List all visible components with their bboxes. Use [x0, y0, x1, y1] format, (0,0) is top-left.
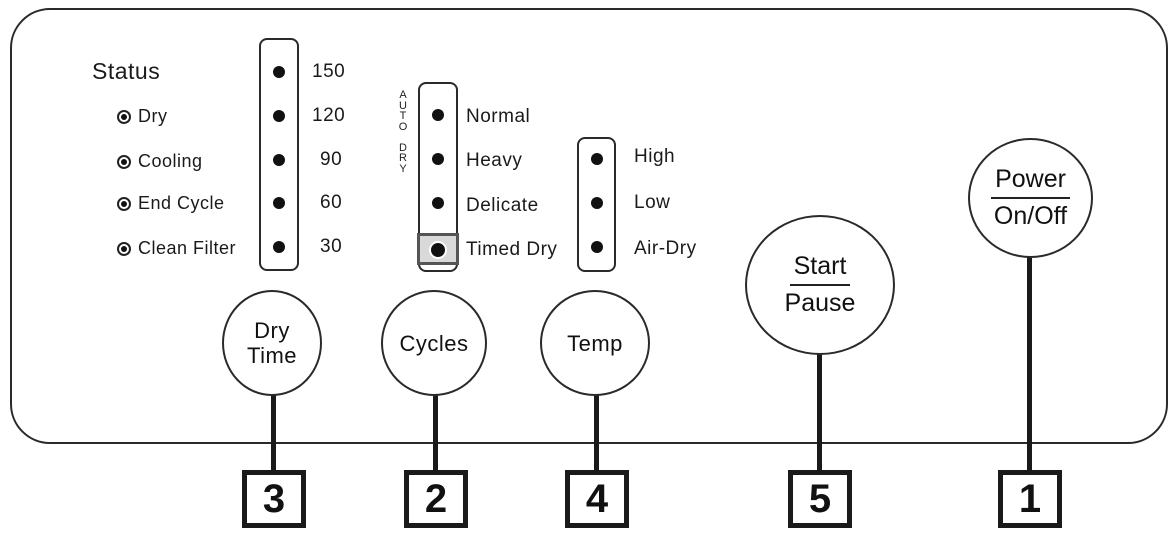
temp-led-low: [591, 197, 603, 209]
dry-time-value-150: 150: [312, 61, 346, 82]
cycles-button-label: Cycles: [399, 330, 469, 356]
power-button[interactable]: Power On/Off: [968, 138, 1093, 258]
status-label-dry: Dry: [138, 106, 168, 126]
status-label-cooling: Cooling: [138, 151, 203, 171]
callout-box-4: 4: [565, 470, 629, 528]
cycles-button[interactable]: Cycles: [381, 290, 487, 396]
dry-time-value-120: 120: [312, 105, 346, 126]
cycle-option-heavy: Heavy: [466, 150, 523, 171]
start-label: Start: [789, 252, 851, 286]
callout-line-4: [594, 395, 599, 471]
control-panel: [10, 8, 1168, 444]
dry-time-value-60: 60: [320, 192, 343, 213]
status-label-clean-filter: Clean Filter: [138, 238, 237, 258]
status-indicator-dry: [117, 110, 131, 124]
status-indicator-end-cycle: [117, 197, 131, 211]
auto-dry-label: A U T O D R Y: [398, 89, 408, 175]
callout-line-2: [433, 395, 438, 471]
temp-option-air-dry: Air-Dry: [634, 238, 697, 259]
callout-box-5: 5: [788, 470, 852, 528]
status-title: Status: [92, 58, 161, 84]
power-label: Power: [991, 165, 1070, 199]
cycle-led-delicate: [432, 197, 444, 209]
cycles-indicator-frame: [418, 82, 458, 272]
temp-option-high: High: [634, 146, 676, 167]
dry-time-led-120: [273, 110, 285, 122]
dry-time-button-label: Dry Time: [246, 318, 298, 368]
cycle-option-normal: Normal: [466, 106, 531, 127]
dry-time-led-30: [273, 241, 285, 253]
temp-button-label: Temp: [567, 330, 623, 356]
temp-indicator-frame: [577, 137, 616, 272]
callout-line-5: [817, 350, 822, 471]
callout-line-3: [271, 395, 276, 471]
cycle-option-delicate: Delicate: [466, 195, 539, 216]
status-indicator-clean-filter: [117, 242, 131, 256]
callout-box-3: 3: [242, 470, 306, 528]
start-pause-button[interactable]: Start Pause: [745, 215, 895, 355]
pause-label: Pause: [784, 289, 856, 317]
temp-option-low: Low: [634, 192, 671, 213]
cycle-led-normal: [432, 109, 444, 121]
status-label-end-cycle: End Cycle: [138, 193, 225, 213]
on-off-label: On/Off: [993, 202, 1068, 230]
callout-line-1: [1027, 255, 1032, 471]
dry-time-led-60: [273, 197, 285, 209]
dry-time-led-90: [273, 154, 285, 166]
cycle-option-timed-dry: Timed Dry: [466, 239, 558, 260]
callout-box-2: 2: [404, 470, 468, 528]
dry-time-value-90: 90: [320, 149, 343, 170]
temp-button[interactable]: Temp: [540, 290, 650, 396]
temp-led-air-dry: [591, 241, 603, 253]
cycle-led-heavy: [432, 153, 444, 165]
dry-time-button[interactable]: Dry Time: [222, 290, 322, 396]
dry-time-value-30: 30: [320, 236, 343, 257]
callout-box-1: 1: [998, 470, 1062, 528]
dry-time-led-150: [273, 66, 285, 78]
temp-led-high: [591, 153, 603, 165]
cycle-led-timed-dry-selected: [417, 233, 459, 265]
dry-time-indicator-frame: [259, 38, 299, 271]
status-indicator-cooling: [117, 155, 131, 169]
